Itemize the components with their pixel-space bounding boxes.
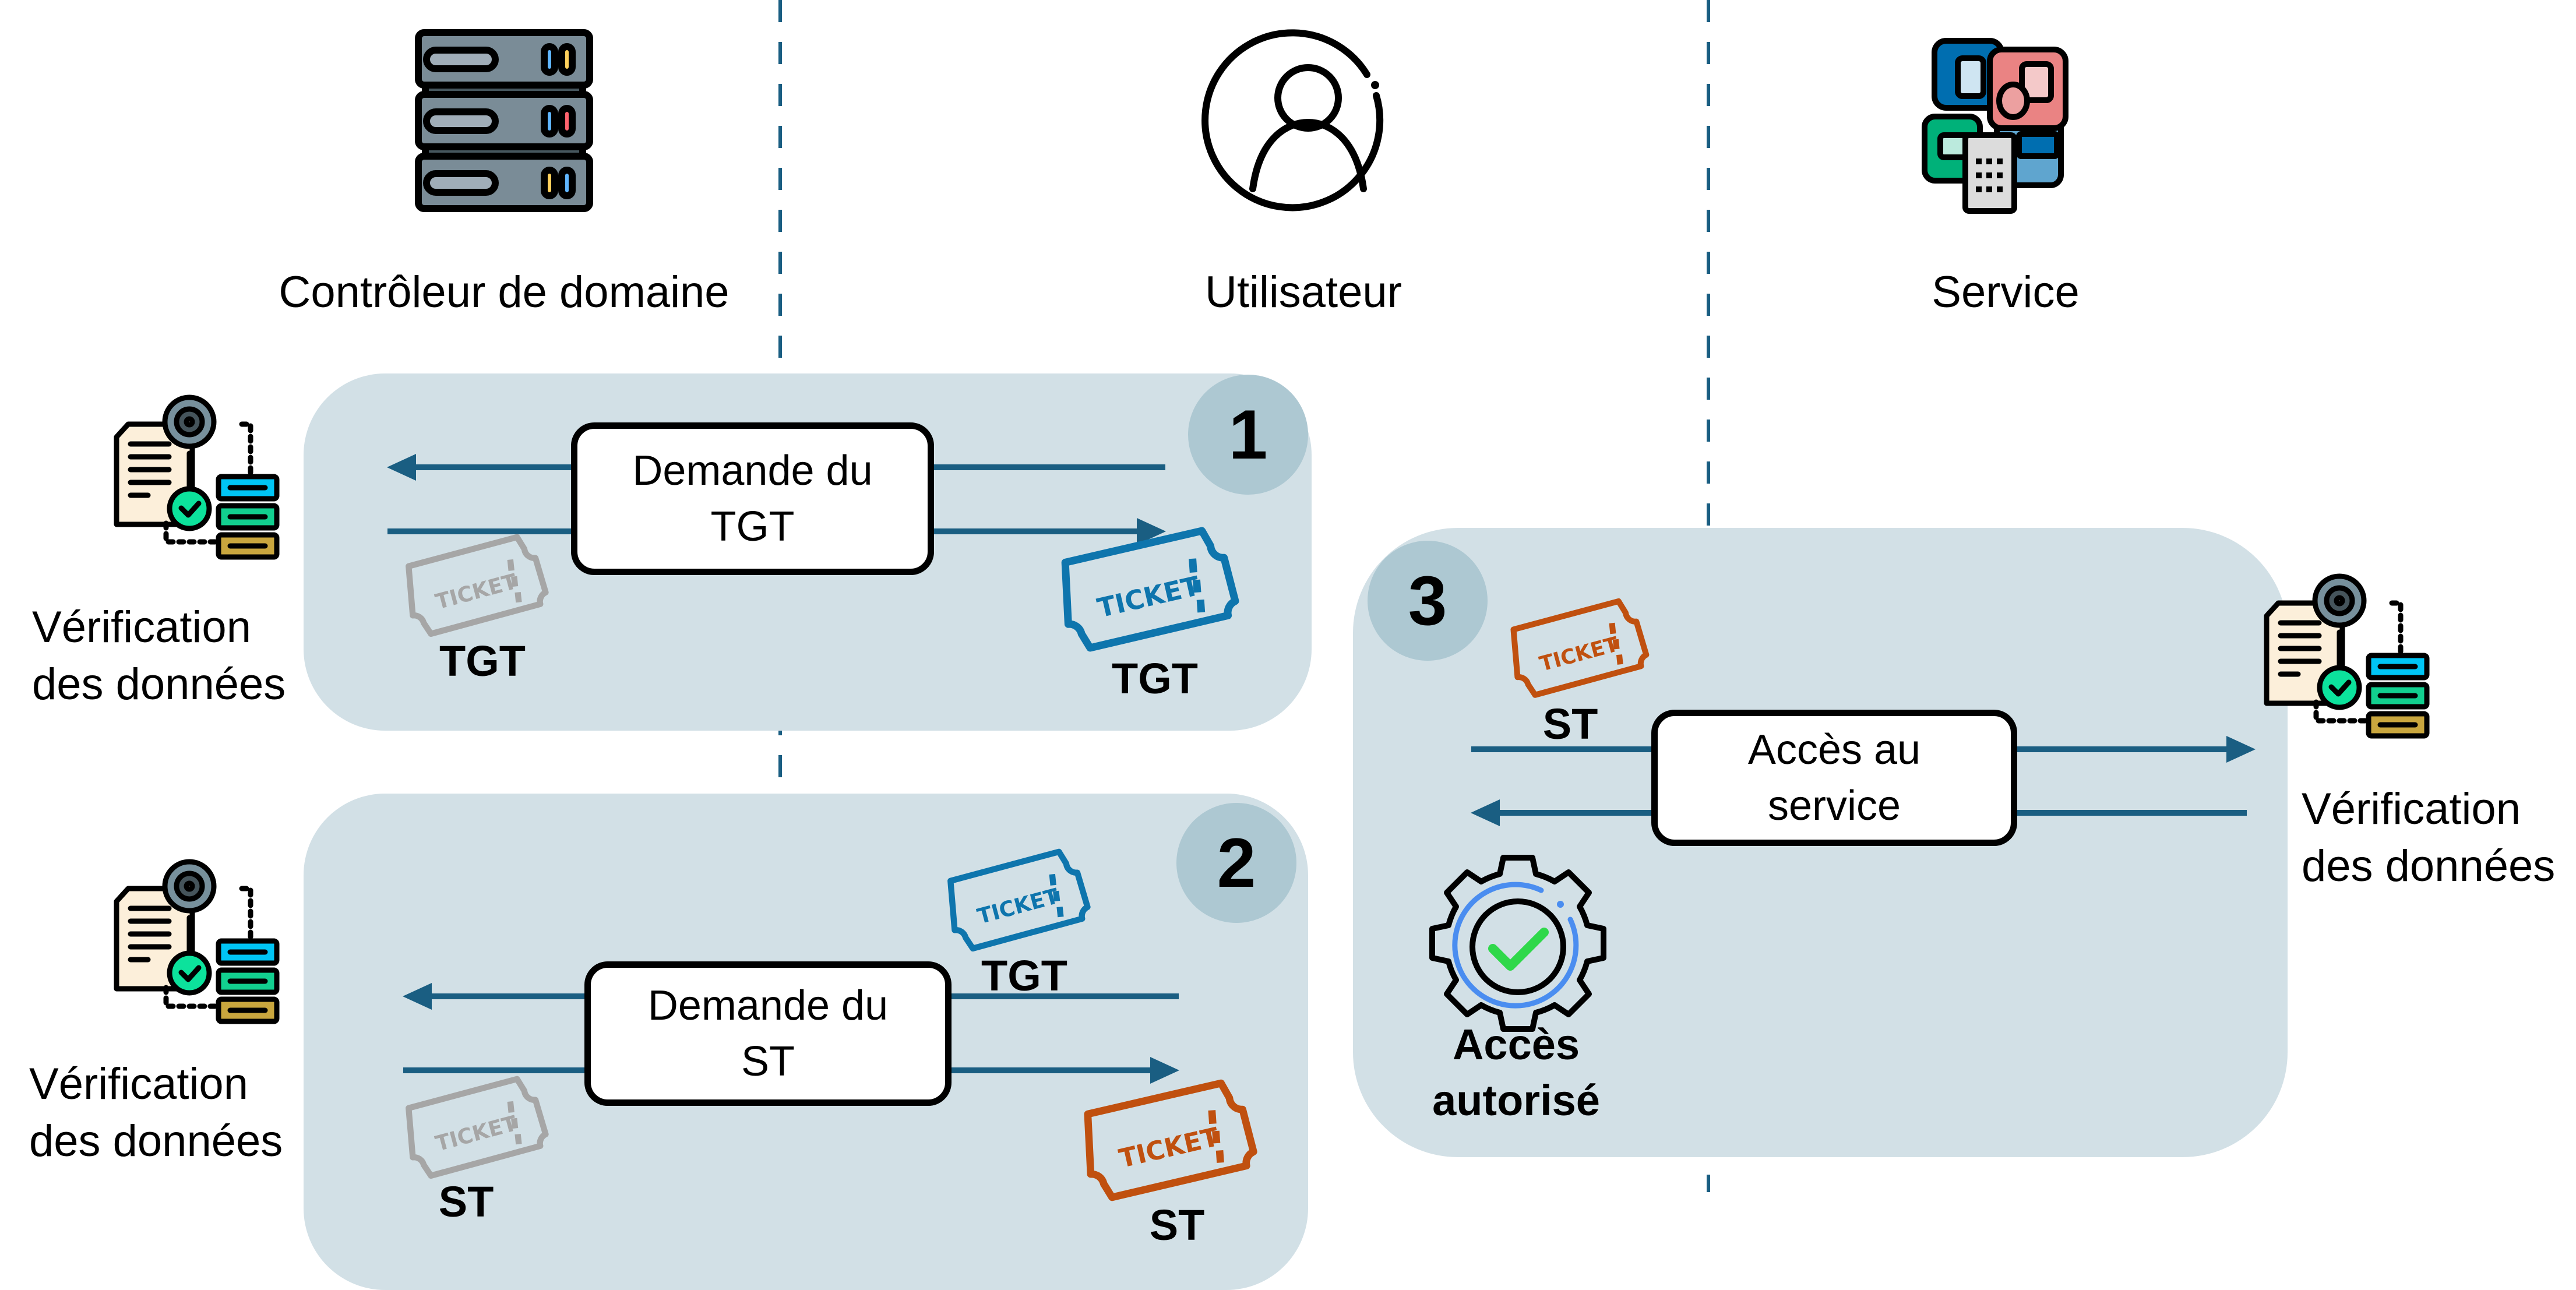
svg-text:TICKET: TICKET bbox=[433, 1111, 520, 1157]
step-1-badge: 1 bbox=[1188, 375, 1308, 495]
step-2-sent-ticket-label: ST bbox=[438, 1178, 494, 1226]
step-3-presented-ticket-label: ST bbox=[1542, 700, 1598, 748]
access-granted-gear-icon bbox=[1429, 855, 1606, 1032]
step-2-badge: 2 bbox=[1176, 803, 1296, 923]
svg-text:TICKET: TICKET bbox=[1537, 632, 1621, 676]
step-3-badge: 3 bbox=[1368, 541, 1488, 661]
ticket-icon-blue: TICKET bbox=[939, 846, 1100, 954]
actor-label-user: Utilisateur bbox=[1205, 267, 1402, 317]
ticket-icon-grey: TICKET bbox=[397, 531, 558, 640]
actor-label-domain-controller: Contrôleur de domaine bbox=[279, 267, 730, 317]
svg-text:TICKET: TICKET bbox=[1094, 570, 1203, 624]
verification-icon bbox=[105, 854, 286, 1028]
ticket-icon-orange: TICKET bbox=[1502, 595, 1659, 701]
actor-label-service: Service bbox=[1932, 267, 2080, 317]
step-1-verification-label: Vérification des données bbox=[32, 602, 286, 709]
verification-icon bbox=[2255, 568, 2436, 743]
step-1-sent-ticket-label: TGT bbox=[439, 637, 526, 685]
verification-icon bbox=[105, 389, 286, 564]
step-2-presented-ticket-label: TGT bbox=[981, 951, 1067, 1000]
svg-text:TICKET: TICKET bbox=[975, 883, 1062, 929]
step-3-access-granted-label: Accès autorisé bbox=[1432, 1020, 1600, 1125]
step-1-received-ticket-label: TGT bbox=[1112, 654, 1198, 703]
step-3-verification-label: Vérification des données bbox=[2302, 784, 2556, 891]
server-icon bbox=[415, 29, 593, 212]
apps-icon bbox=[1922, 38, 2068, 214]
svg-text:TICKET: TICKET bbox=[433, 569, 520, 615]
ticket-icon-grey: TICKET bbox=[397, 1073, 558, 1182]
svg-text:TICKET: TICKET bbox=[1116, 1122, 1222, 1174]
ticket-icon-blue: TICKET bbox=[1051, 525, 1250, 655]
step-2-verification-label: Vérification des données bbox=[29, 1059, 283, 1166]
ticket-icon-orange: TICKET bbox=[1074, 1077, 1268, 1204]
step-2-received-ticket-label: ST bbox=[1149, 1201, 1205, 1249]
user-icon bbox=[1201, 29, 1384, 212]
